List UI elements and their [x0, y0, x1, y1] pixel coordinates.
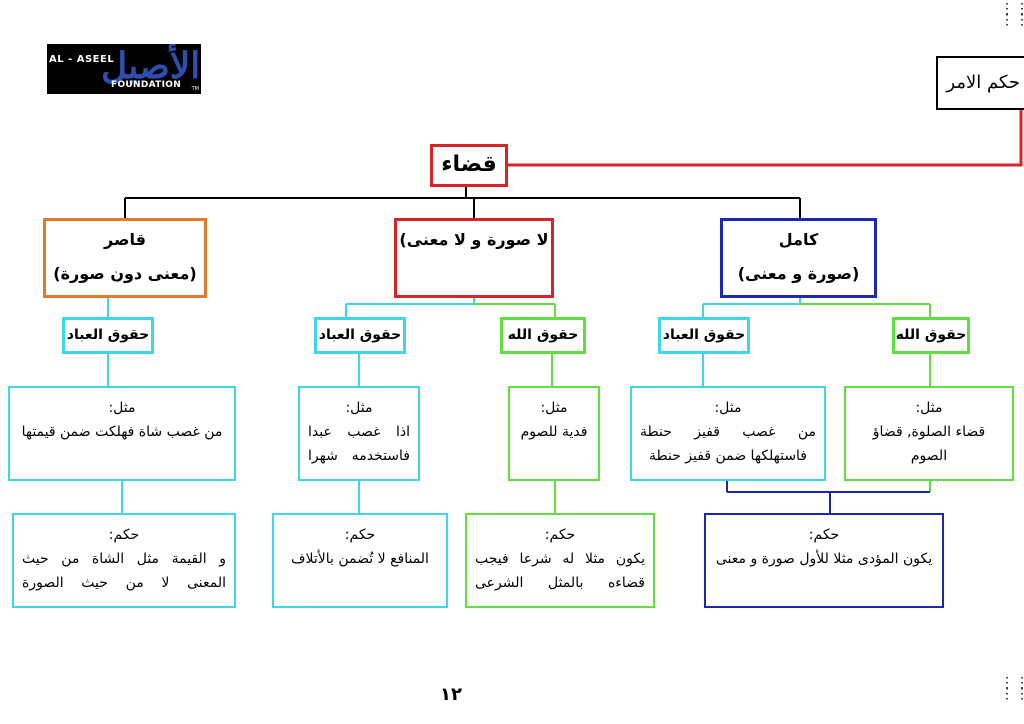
qasir-ibad-example: مثل: من غصب شاة فهلكت ضمن قيمتها	[8, 386, 236, 481]
qasir-huquq-ibad-text: حقوق العباد	[66, 327, 150, 343]
category-la-sura: لا صورة و لا معنى)	[394, 218, 554, 298]
logo-tm: TM	[191, 86, 199, 92]
root-to-header-line	[508, 110, 1023, 167]
logo-line1: AL - ASEEL	[49, 54, 115, 65]
la-huquq-ibad: حقوق العباد	[314, 317, 406, 354]
kamil-ibad-example-line1: من غصب قفيز حنطة	[640, 424, 816, 440]
la-allah-ruling: حكم: يكون مثلا له شرعا فيجب قضاءه بالمثل…	[465, 513, 655, 608]
la-ibad-example-line1: اذا غصب عبدا	[308, 424, 410, 440]
kamil-huquq-ibad: حقوق العباد	[658, 317, 750, 354]
example-label: مثل:	[714, 400, 742, 416]
la-allah-ruling-line2: قضاءه بالمثل الشرعى	[475, 575, 645, 591]
kamil-huquq-allah-text: حقوق الله	[895, 327, 967, 343]
category-qasir: قاصر (معنى دون صورة)	[43, 218, 207, 298]
la-ibad-ruling-text: المنافع لا تُضمن بالأتلاف	[291, 551, 429, 567]
la-allah-example-text: فدية للصوم	[520, 424, 588, 440]
qasir-ruling-line1: و القيمة مثل الشاة من حيث	[22, 551, 226, 567]
kamil-allah-example: مثل: قضاء الصلوة, قضاؤ الصوم	[844, 386, 1014, 481]
la-huquq-allah-text: حقوق الله	[507, 327, 579, 343]
la-ibad-example-line2: فاستخدمه شهرا	[308, 448, 410, 464]
qasir-ruling-line2: المعنى لا من حيث الصورة	[22, 575, 226, 591]
kamil-huquq-ibad-text: حقوق العباد	[662, 327, 746, 343]
la-allah-ruling-line1: يكون مثلا له شرعا فيجب	[475, 551, 645, 567]
qasir-ibad-example-text: من غصب شاة فهلكت ضمن قيمتها	[21, 424, 223, 440]
example-label: مثل:	[108, 400, 136, 416]
example-label: مثل:	[345, 400, 373, 416]
la-ibad-ruling: حكم: المنافع لا تُضمن بالأتلاف	[272, 513, 448, 608]
logo-line2: FOUNDATION	[111, 80, 182, 90]
la-ibad-example: مثل: اذا غصب عبدا فاستخدمه شهرا	[298, 386, 420, 481]
category-kamil: كامل (صورة و معنى)	[720, 218, 877, 298]
kamil-allah-example-text: قضاء الصلوة, قضاؤ الصوم	[872, 424, 986, 464]
ruling-label: حكم:	[108, 527, 140, 543]
example-label: مثل:	[540, 400, 568, 416]
kamil-ruling: حكم: يكون المؤدى مثلا للأول صورة و معنى	[704, 513, 944, 608]
bottom-corner-ornament-icon: ⋮⋮⋮⋮	[1000, 675, 1024, 702]
example-label: مثل:	[915, 400, 943, 416]
al-aseel-logo: الأصيل AL - ASEEL FOUNDATION TM	[47, 44, 201, 94]
category-qasir-line1: قاصر	[104, 230, 146, 249]
ruling-label: حكم:	[808, 527, 840, 543]
kamil-huquq-allah: حقوق الله	[892, 317, 970, 354]
kamil-ibad-example-line2: فاستهلكها ضمن قفيز حنطة	[648, 448, 808, 464]
la-huquq-allah: حقوق الله	[500, 317, 586, 354]
ruling-label: حكم:	[544, 527, 576, 543]
kamil-ruling-text: يكون المؤدى مثلا للأول صورة و معنى	[715, 551, 933, 567]
root-node-text: قضاء	[441, 152, 497, 177]
category-qasir-line2: (معنى دون صورة)	[53, 264, 197, 283]
header-box: حكم الامر	[936, 56, 1024, 110]
la-allah-example: مثل: فدية للصوم	[508, 386, 600, 481]
qasir-huquq-ibad: حقوق العباد	[62, 317, 154, 354]
category-kamil-line1: كامل	[778, 230, 819, 249]
la-huquq-ibad-text: حقوق العباد	[318, 327, 402, 343]
top-corner-ornament-icon: ⋮⋮⋮⋮	[1000, 1, 1024, 28]
category-kamil-line2: (صورة و معنى)	[737, 264, 860, 283]
qasir-ruling: حكم: و القيمة مثل الشاة من حيث المعنى لا…	[12, 513, 236, 608]
logo-arabic: الأصيل	[101, 45, 201, 87]
category-la-sura-line1: لا صورة و لا معنى)	[399, 230, 549, 249]
ruling-label: حكم:	[344, 527, 376, 543]
root-node: قضاء	[430, 144, 508, 187]
kamil-ibad-example: مثل: من غصب قفيز حنطة فاستهلكها ضمن قفيز…	[630, 386, 826, 481]
header-box-text: حكم الامر	[946, 72, 1020, 93]
page-number: ١٢	[440, 684, 462, 705]
